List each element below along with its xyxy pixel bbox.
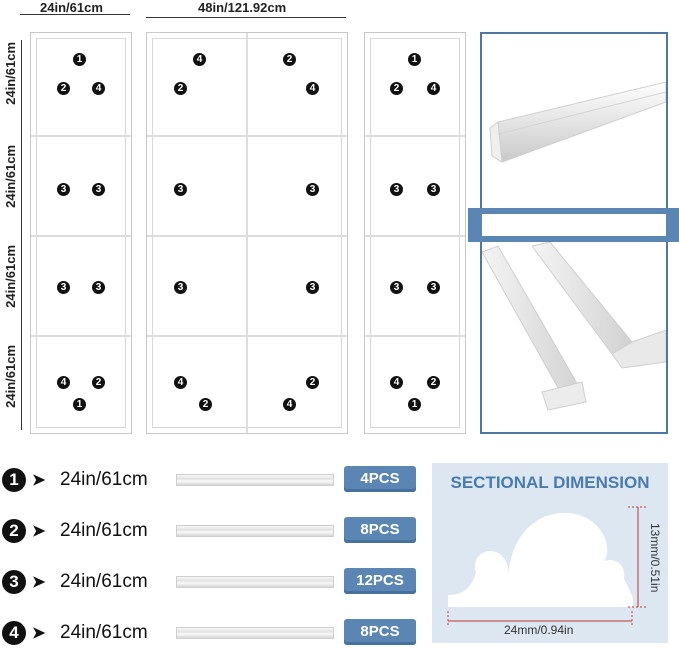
top-middle-dimension: 48in/121.92cm xyxy=(146,0,348,20)
right-frame-inner xyxy=(370,38,460,428)
molding-strip-3 xyxy=(176,576,334,588)
marker-1-right-bottom: 1 xyxy=(408,398,421,411)
molding-strip-2 xyxy=(176,525,334,537)
middle-frame-divider-3 xyxy=(147,335,347,337)
marker-1-left-top: 1 xyxy=(73,53,86,66)
middle-frame xyxy=(146,32,348,434)
right-frame-divider-1 xyxy=(365,135,465,137)
legend-arrow-icon: ➤ xyxy=(32,472,46,489)
top-left-dimension: 24in/61cm xyxy=(20,0,132,20)
marker-3-right-row3b: 3 xyxy=(427,281,440,294)
molding-profile-shape xyxy=(447,506,646,627)
marker-3-right-row2b: 3 xyxy=(427,183,440,196)
molding-strip-1 xyxy=(176,474,334,486)
marker-3-left-row3b: 3 xyxy=(92,281,105,294)
legend-row-1: 1 ➤ 24in/61cm 4PCS xyxy=(0,466,420,494)
marker-1-left-bottom: 1 xyxy=(73,398,86,411)
side-height-label-2: 24in/61cm xyxy=(3,145,18,208)
sectional-title: SECTIONAL DIMENSION xyxy=(450,473,650,492)
marker-2-mid-top: 2 xyxy=(283,53,296,66)
section-width-label: 24mm/0.94in xyxy=(504,623,574,637)
side-height-label-3: 24in/61cm xyxy=(3,245,18,308)
marker-3-mid-row3b: 3 xyxy=(306,281,319,294)
marker-4-right-row4: 4 xyxy=(390,376,403,389)
top-middle-dimension-line xyxy=(146,17,346,18)
legend-qty-4: 8PCS xyxy=(344,619,416,645)
marker-3-left-row2b: 3 xyxy=(92,183,105,196)
side-height-label-1: 24in/61cm xyxy=(3,42,18,105)
legend-qty-2: 8PCS xyxy=(344,517,416,543)
molding-strip-4 xyxy=(176,627,334,639)
left-frame-divider-2 xyxy=(31,235,131,237)
middle-frame-center-divider xyxy=(246,33,248,433)
legend-arrow-icon: ➤ xyxy=(32,574,46,591)
top-middle-width-label: 48in/121.92cm xyxy=(198,0,287,15)
marker-2-right-row1: 2 xyxy=(390,82,403,95)
marker-3-left-row2a: 3 xyxy=(57,183,70,196)
marker-3-mid-row3a: 3 xyxy=(174,281,187,294)
legend-arrow-icon: ➤ xyxy=(32,625,46,642)
marker-1-right-top: 1 xyxy=(408,53,421,66)
right-frame-divider-2 xyxy=(365,235,465,237)
marker-3-right-row2a: 3 xyxy=(390,183,403,196)
legend-number-1: 1 xyxy=(2,468,26,492)
legend-length-1: 24in/61cm xyxy=(60,469,148,490)
product-photo-panel xyxy=(468,32,679,434)
marker-2-left-row4: 2 xyxy=(92,376,105,389)
left-frame-inner xyxy=(36,38,126,428)
section-height-label: 13mm/0.51in xyxy=(648,523,662,593)
left-frame xyxy=(30,32,132,434)
marker-4-left-row1: 4 xyxy=(92,82,105,95)
middle-frame-divider-1 xyxy=(147,135,347,137)
legend-number-2: 2 xyxy=(2,519,26,543)
top-left-width-label: 24in/61cm xyxy=(40,0,103,15)
top-left-dimension-line xyxy=(20,14,130,15)
molding-photo-bottom xyxy=(482,242,666,411)
marker-2-mid-row4: 2 xyxy=(306,376,319,389)
side-height-label-4: 24in/61cm xyxy=(3,345,18,408)
marker-2-mid-bottom: 2 xyxy=(199,398,212,411)
legend-number-3: 3 xyxy=(2,570,26,594)
right-frame-divider-3 xyxy=(365,335,465,337)
legend-number-4: 4 xyxy=(2,621,26,645)
molding-photo-top xyxy=(489,81,666,163)
legend-qty-3: 12PCS xyxy=(344,568,416,594)
marker-2-right-row4: 2 xyxy=(427,376,440,389)
legend-row-3: 3 ➤ 24in/61cm 12PCS xyxy=(0,568,420,596)
side-dimension-line xyxy=(21,40,22,430)
right-frame xyxy=(364,32,466,434)
marker-2-mid-row1: 2 xyxy=(174,82,187,95)
sectional-dimension-panel: SECTIONAL DIMENSION 24mm/0.94in 13mm/0.5… xyxy=(432,463,668,643)
legend-length-2: 24in/61cm xyxy=(60,520,148,541)
marker-3-left-row3a: 3 xyxy=(57,281,70,294)
legend-length-3: 24in/61cm xyxy=(60,571,148,592)
marker-4-mid-bottom: 4 xyxy=(283,398,296,411)
legend-length-4: 24in/61cm xyxy=(60,622,148,643)
marker-3-mid-row2a: 3 xyxy=(174,183,187,196)
marker-3-right-row3a: 3 xyxy=(390,281,403,294)
marker-4-mid-row4: 4 xyxy=(174,376,187,389)
marker-2-left-row1: 2 xyxy=(57,82,70,95)
legend-row-4: 4 ➤ 24in/61cm 8PCS xyxy=(0,619,420,647)
legend-arrow-icon: ➤ xyxy=(32,523,46,540)
marker-4-mid-row1: 4 xyxy=(306,82,319,95)
left-frame-divider-1 xyxy=(31,135,131,137)
marker-3-mid-row2b: 3 xyxy=(306,183,319,196)
marker-4-mid-top: 4 xyxy=(193,53,206,66)
photo-divider-white xyxy=(482,214,666,236)
marker-4-right-row1: 4 xyxy=(427,82,440,95)
legend-qty-1: 4PCS xyxy=(344,466,416,492)
middle-frame-divider-2 xyxy=(147,235,347,237)
left-frame-divider-3 xyxy=(31,335,131,337)
legend-row-2: 2 ➤ 24in/61cm 8PCS xyxy=(0,517,420,545)
marker-4-left-row4: 4 xyxy=(57,376,70,389)
